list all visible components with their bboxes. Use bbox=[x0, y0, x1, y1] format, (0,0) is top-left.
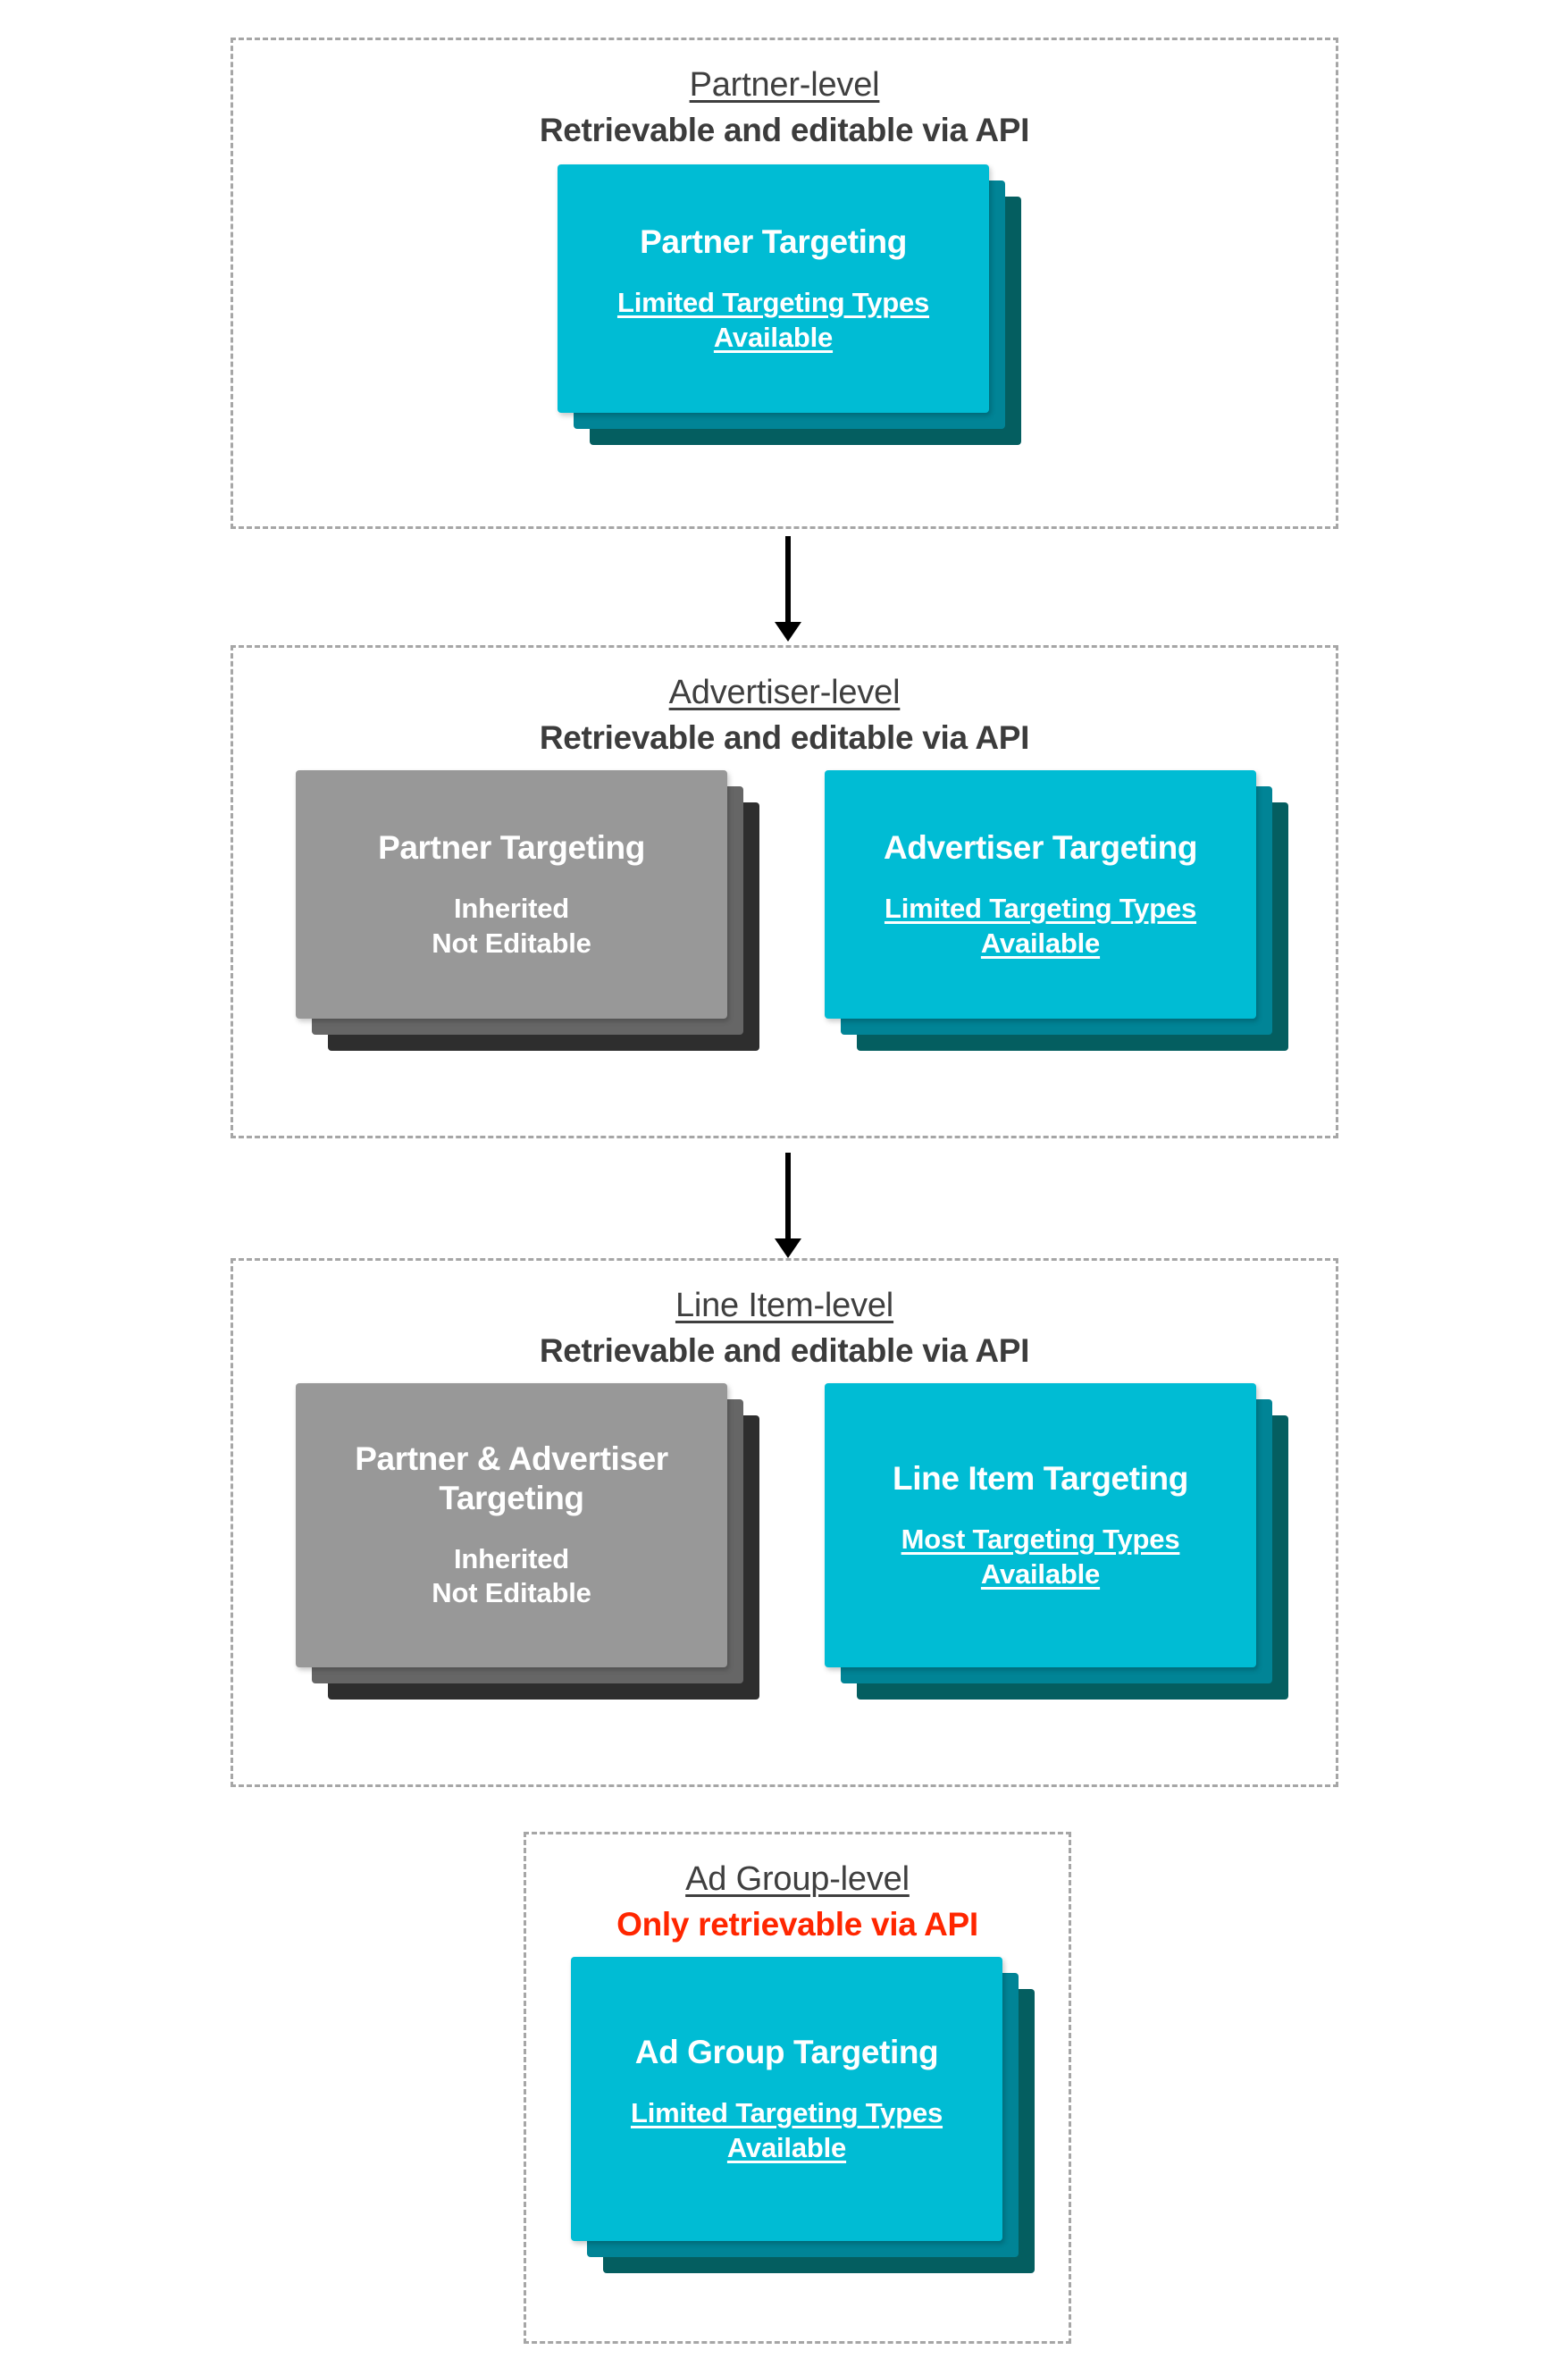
level-advertiser: Advertiser-level Retrievable and editabl… bbox=[231, 645, 1338, 1138]
card-advertiser-targeting[interactable]: Advertiser Targeting Limited Targeting T… bbox=[825, 770, 1288, 1051]
card-subtitle: Inherited Not Editable bbox=[432, 892, 591, 961]
level-advertiser-header: Advertiser-level Retrievable and editabl… bbox=[233, 673, 1336, 758]
down-arrow-icon bbox=[775, 1238, 801, 1258]
card-subtitle: Limited Targeting Types Available bbox=[617, 286, 929, 355]
card-layer-front: Line Item Targeting Most Targeting Types… bbox=[825, 1383, 1256, 1667]
level-partner-subtitle: Retrievable and editable via API bbox=[539, 111, 1030, 148]
level-partner-header: Partner-level Retrievable and editable v… bbox=[233, 65, 1336, 150]
level-advertiser-subtitle: Retrievable and editable via API bbox=[539, 718, 1030, 756]
card-title: Partner Targeting bbox=[378, 828, 645, 866]
card-title: Partner & Advertiser Targeting bbox=[355, 1440, 668, 1516]
card-subtitle-line-2: Not Editable bbox=[432, 927, 591, 959]
level-partner-title: Partner-level bbox=[689, 66, 880, 104]
card-layer-front: Partner Targeting Limited Targeting Type… bbox=[558, 164, 989, 413]
card-subtitle: Limited Targeting Types Available bbox=[631, 2096, 943, 2165]
card-subtitle: Limited Targeting Types Available bbox=[885, 892, 1196, 961]
card-subtitle-line-1: Inherited bbox=[453, 1542, 570, 1574]
level-ad-group: Ad Group-level Only retrievable via API … bbox=[524, 1832, 1071, 2344]
card-layer-front: Ad Group Targeting Limited Targeting Typ… bbox=[571, 1957, 1002, 2241]
card-layer-front: Advertiser Targeting Limited Targeting T… bbox=[825, 770, 1256, 1019]
card-line-item-targeting[interactable]: Line Item Targeting Most Targeting Types… bbox=[825, 1383, 1288, 1700]
level-ad-group-subtitle: Only retrievable via API bbox=[616, 1905, 978, 1943]
card-title: Partner Targeting bbox=[640, 222, 907, 260]
arrow-shaft bbox=[785, 536, 791, 622]
card-title: Line Item Targeting bbox=[893, 1459, 1188, 1497]
card-ad-group-targeting[interactable]: Ad Group Targeting Limited Targeting Typ… bbox=[571, 1957, 1035, 2273]
level-line-item-title: Line Item-level bbox=[675, 1287, 894, 1324]
connector-advertiser-to-line-item bbox=[770, 1153, 806, 1258]
card-subtitle: Inherited Not Editable bbox=[432, 1542, 591, 1611]
card-subtitle-line-2: Not Editable bbox=[432, 1577, 591, 1609]
connector-partner-to-advertiser bbox=[770, 536, 806, 642]
card-subtitle-line-2: Available bbox=[713, 321, 834, 353]
card-subtitle-line-1: Limited Targeting Types bbox=[616, 287, 930, 319]
card-subtitle: Most Targeting Types Available bbox=[901, 1523, 1180, 1591]
card-title: Advertiser Targeting bbox=[883, 828, 1198, 866]
card-subtitle-line-1: Most Targeting Types bbox=[901, 1523, 1180, 1556]
card-partner-targeting[interactable]: Partner Targeting Limited Targeting Type… bbox=[558, 164, 1021, 445]
card-layer-front: Partner & Advertiser Targeting Inherited… bbox=[296, 1383, 727, 1667]
card-subtitle-line-1: Inherited bbox=[453, 893, 570, 925]
card-subtitle-line-1: Limited Targeting Types bbox=[884, 893, 1197, 925]
arrow-shaft bbox=[785, 1153, 791, 1238]
level-ad-group-header: Ad Group-level Only retrievable via API bbox=[526, 1859, 1069, 1944]
card-subtitle-line-2: Available bbox=[980, 927, 1101, 959]
card-subtitle-line-2: Available bbox=[726, 2131, 847, 2163]
level-ad-group-title: Ad Group-level bbox=[685, 1860, 910, 1898]
level-line-item-header: Line Item-level Retrievable and editable… bbox=[233, 1286, 1336, 1371]
card-partner-advertiser-targeting-inherited[interactable]: Partner & Advertiser Targeting Inherited… bbox=[296, 1383, 759, 1700]
level-partner: Partner-level Retrievable and editable v… bbox=[231, 38, 1338, 529]
level-line-item: Line Item-level Retrievable and editable… bbox=[231, 1258, 1338, 1787]
card-subtitle-line-2: Available bbox=[980, 1557, 1101, 1590]
level-line-item-subtitle: Retrievable and editable via API bbox=[539, 1331, 1030, 1369]
level-advertiser-title: Advertiser-level bbox=[668, 674, 901, 711]
card-title: Ad Group Targeting bbox=[634, 2033, 939, 2070]
down-arrow-icon bbox=[775, 622, 801, 642]
card-subtitle-line-1: Limited Targeting Types bbox=[630, 2097, 943, 2129]
card-partner-targeting-inherited[interactable]: Partner Targeting Inherited Not Editable bbox=[296, 770, 759, 1051]
card-layer-front: Partner Targeting Inherited Not Editable bbox=[296, 770, 727, 1019]
